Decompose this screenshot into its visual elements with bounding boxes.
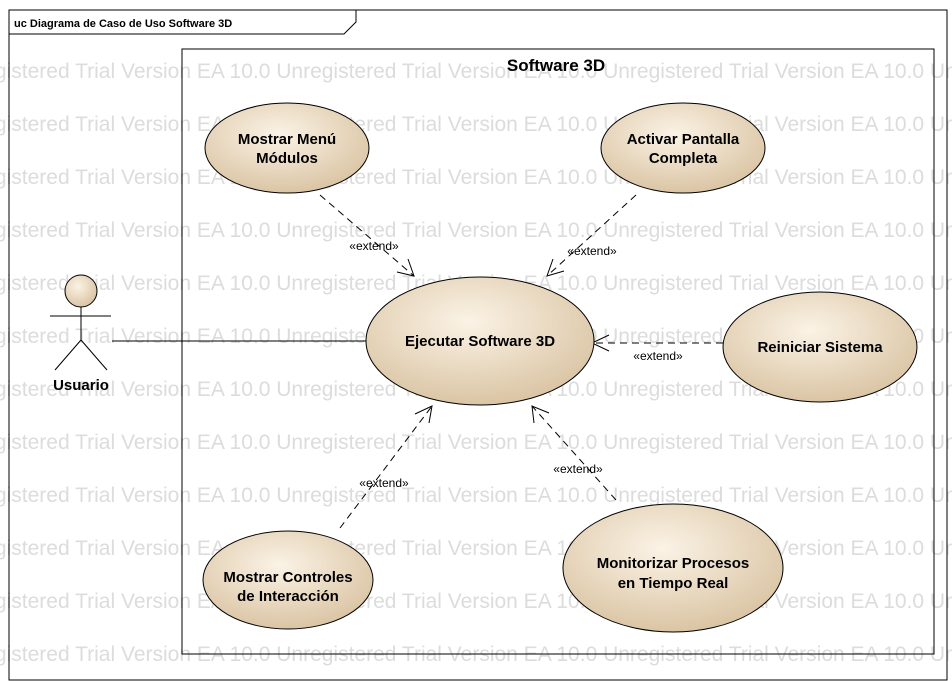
actor-right-leg [80,339,108,371]
use-case-ejecutar[interactable]: Ejecutar Software 3D [365,276,595,406]
extend-label-monitorizar: «extend» [553,462,603,476]
frame-title: uc Diagrama de Caso de Uso Software 3D [14,18,232,30]
extend-reiniciar: «extend» [590,334,723,363]
extend-mostrar-menu: «extend» [319,194,415,277]
actor-usuario[interactable]: Usuario [50,274,111,394]
watermark-text: EA 10.0 Unregistered Trial Version EA 10… [0,219,952,242]
diagram-frame [8,9,948,681]
use-case-mostrar-menu[interactable]: Mostrar Menú Módulos [204,102,370,194]
system-boundary-title: Software 3D [507,56,605,75]
svg-text:Módulos: Módulos [256,150,318,167]
svg-text:Completa: Completa [649,150,718,167]
use-case-mostrar-controles[interactable]: Mostrar Controles de Interacción [202,530,374,630]
frame-title-tab [8,9,357,35]
svg-text:Reiniciar Sistema: Reiniciar Sistema [757,339,883,356]
watermark-text: EA 10.0 Unregistered Trial Version EA 10… [0,166,952,189]
extend-label-mostrar-controles: «extend» [359,476,409,490]
extend-label-reiniciar: «extend» [633,349,683,363]
extend-activar-pantalla: «extend» [546,194,637,277]
svg-text:Activar Pantalla: Activar Pantalla [627,131,740,148]
watermark-text: EA 10.0 Unregistered Trial Version EA 10… [0,484,952,507]
system-boundary [181,48,935,655]
svg-text:Mostrar Controles: Mostrar Controles [223,569,352,586]
watermark-text: EA 10.0 Unregistered Trial Version EA 10… [0,537,952,560]
actor-label: Usuario [53,377,109,394]
use-case-reiniciar[interactable]: Reiniciar Sistema [722,291,918,403]
use-case-activar-pantalla[interactable]: Activar Pantalla Completa [600,102,766,194]
extend-mostrar-controles: «extend» [339,405,433,529]
svg-text:de Interacción: de Interacción [237,588,339,605]
actor-head [64,274,98,308]
svg-text:Ejecutar Software 3D: Ejecutar Software 3D [405,333,555,350]
svg-text:en Tiempo Real: en Tiempo Real [618,575,729,592]
extend-label-mostrar-menu: «extend» [349,239,399,253]
watermark-text: EA 10.0 Unregistered Trial Version EA 10… [0,431,952,454]
watermark-text: EA 10.0 Unregistered Trial Version EA 10… [0,113,952,136]
extend-monitorizar: «extend» [531,405,617,501]
watermark-text: EA 10.0 Unregistered Trial Version EA 10… [0,590,952,613]
watermark-text: EA 10.0 Unregistered Trial Version EA 10… [0,60,952,83]
svg-text:Mostrar Menú: Mostrar Menú [238,131,336,148]
use-case-monitorizar[interactable]: Monitorizar Procesos en Tiempo Real [562,503,784,633]
svg-text:Monitorizar Procesos: Monitorizar Procesos [597,555,750,572]
actor-left-leg [54,339,82,371]
extend-label-activar-pantalla: «extend» [567,244,617,258]
